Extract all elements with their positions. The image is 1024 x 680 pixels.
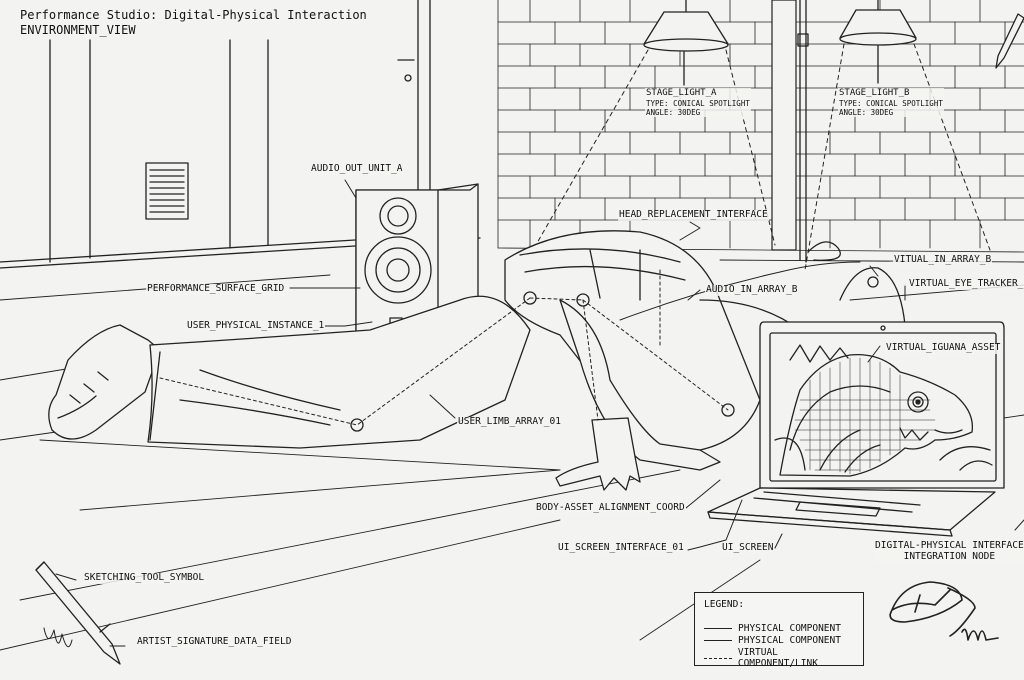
stage-light-a-angle: ANGLE: 30DEG xyxy=(646,107,701,117)
legend-item-label: VIRTUAL COMPONENT/LINK xyxy=(737,647,818,669)
ui-screen-label: UI_SCREEN xyxy=(721,542,775,554)
alignment-coord-label: BODY-ASSET_ALIGNMENT_COORD xyxy=(535,502,686,514)
integration-node-label: DIGITAL-PHYSICAL INTERFACE INTEGRATION N… xyxy=(874,540,1024,563)
stage-light-b xyxy=(839,0,917,84)
performer-figure xyxy=(48,230,906,491)
legend-dashed-swatch xyxy=(704,657,732,659)
pencil-bottom xyxy=(35,561,121,665)
sketching-tool-label: SKETCHING_TOOL_SYMBOL xyxy=(83,572,206,584)
ui-screen-interface-label: UI_SCREEN_INTERFACE_01 xyxy=(557,542,685,554)
stage-light-a-name: STAGE_LIGHT_A xyxy=(646,88,717,98)
iguana-asset-label: VIRTUAL_IGUANA_ASSET xyxy=(885,342,1002,354)
artist-signature xyxy=(889,581,999,641)
signature-field-label: ARTIST_SIGNATURE_DATA_FIELD xyxy=(136,636,293,648)
stage-light-a-label: STAGE_LIGHT_A TYPE: CONICAL SPOTLIGHT AN… xyxy=(645,88,751,117)
stage-light-a-type: TYPE: CONICAL SPOTLIGHT xyxy=(646,98,750,108)
stage-light-b-name: STAGE_LIGHT_B xyxy=(839,88,910,98)
legend-solid-swatch xyxy=(704,628,732,629)
audio-in-label: AUDIO_IN_ARRAY_B xyxy=(705,284,799,296)
virtual-in-array-label: VITUAL_IN_ARRAY_B xyxy=(893,254,993,266)
wall-vent xyxy=(145,162,189,220)
stage-light-a xyxy=(643,0,729,86)
leader-lines xyxy=(55,179,1024,647)
audio-cable xyxy=(619,261,861,321)
legend-item: VIRTUAL COMPONENT/LINK xyxy=(704,647,863,669)
legend-box: LEGEND: PHYSICAL COMPONENT PHYSICAL COMP… xyxy=(694,592,864,669)
integration-node-line2: INTEGRATION NODE xyxy=(903,550,996,562)
audio-out-label: AUDIO_OUT_UNIT_A xyxy=(310,163,404,175)
legend-item-label: PHYSICAL COMPONENT xyxy=(738,635,841,646)
stage-light-b-angle: ANGLE: 30DEG xyxy=(839,107,894,117)
limb-link-lines xyxy=(159,269,729,426)
user-instance-label: USER_PHYSICAL_INSTANCE_1 xyxy=(186,320,326,332)
light-stand xyxy=(797,0,841,263)
integration-node-line1: DIGITAL-PHYSICAL INTERFACE xyxy=(875,540,1024,551)
performance-grid-label: PERFORMANCE_SURFACE_GRID xyxy=(146,283,286,295)
stage-light-b-label: STAGE_LIGHT_B TYPE: CONICAL SPOTLIGHT AN… xyxy=(838,88,944,117)
diagram-subtitle: ENVIRONMENT_VIEW xyxy=(20,23,136,37)
diagram-header: Performance Studio: Digital-Physical Int… xyxy=(20,8,367,38)
diagram-title: Performance Studio: Digital-Physical Int… xyxy=(20,8,367,22)
limb-array-label: USER_LIMB_ARRAY_01 xyxy=(457,416,562,428)
iguana-illustration xyxy=(774,344,993,477)
iguana-texture xyxy=(794,357,936,475)
legend-solid-swatch xyxy=(704,640,732,641)
legend-item-label: PHYSICAL COMPONENT xyxy=(738,623,841,634)
head-replacement-label: HEAD_REPLACEMENT_INTERFACE xyxy=(618,209,769,221)
legend-item: PHYSICAL COMPONENT xyxy=(704,623,841,634)
scribble xyxy=(43,627,73,648)
eye-tracker-label: VIRTUAL_EYE_TRACKER_UI xyxy=(908,278,1024,290)
legend-title: LEGEND: xyxy=(704,599,745,610)
speaker xyxy=(355,183,479,335)
back-wall xyxy=(0,0,481,269)
stage-light-b-type: TYPE: CONICAL SPOTLIGHT xyxy=(839,98,943,108)
pencil-top xyxy=(995,13,1024,69)
legend-item: PHYSICAL COMPONENT xyxy=(704,635,841,646)
